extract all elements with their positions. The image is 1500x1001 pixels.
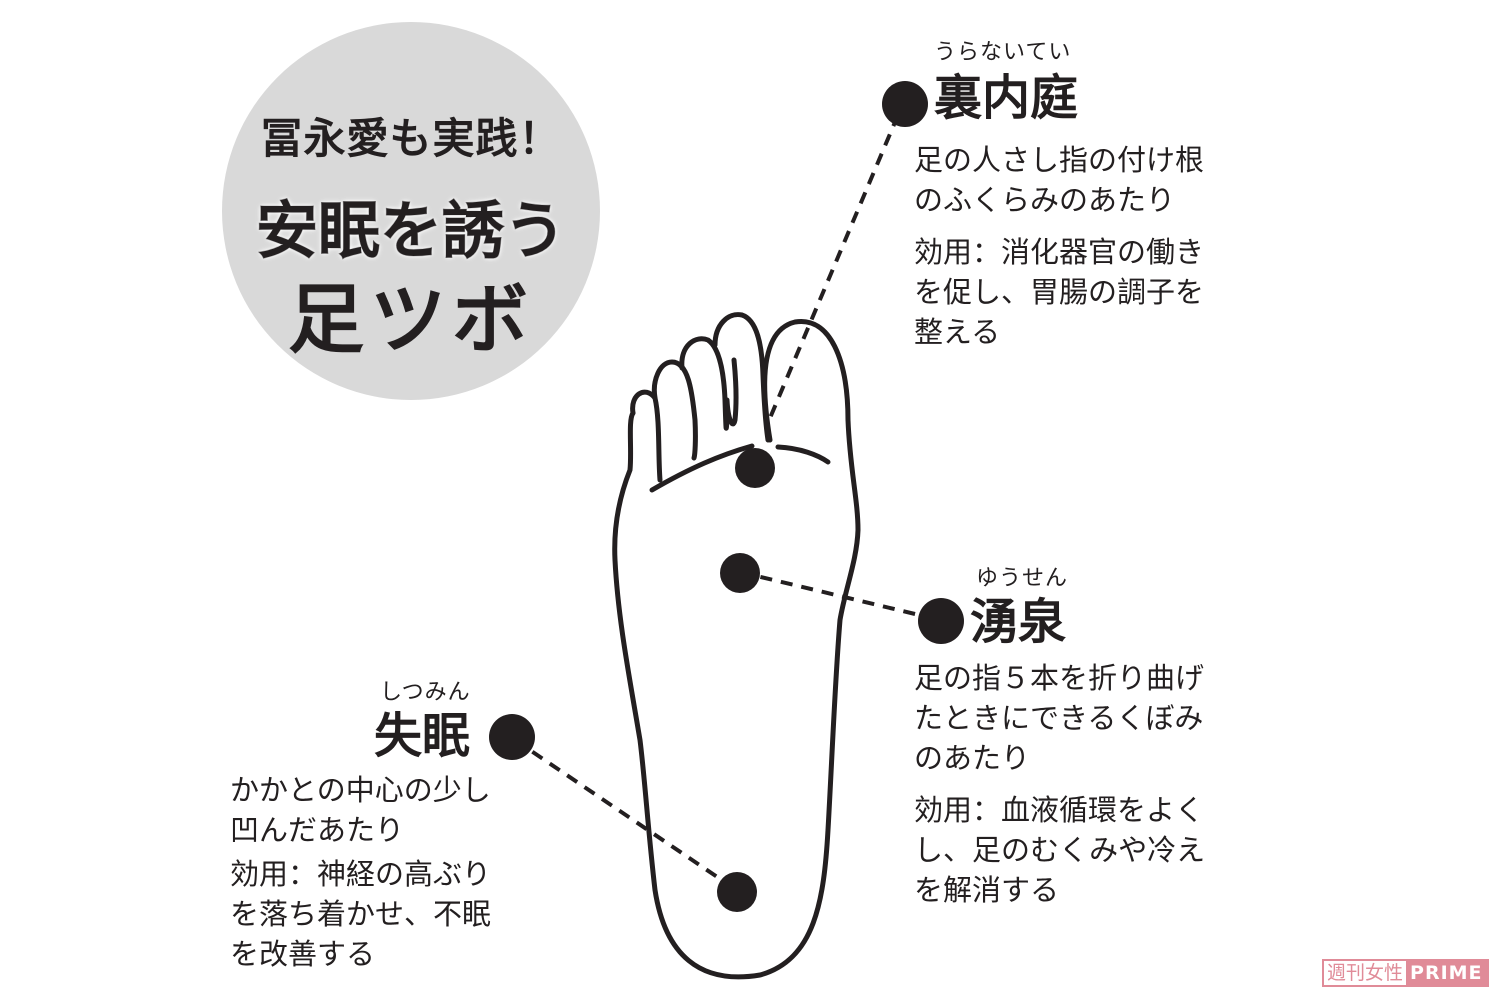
acupoint-dot-yusen xyxy=(720,553,760,593)
effect-text: 効用：神経の高ぶり を落ち着かせ、不眠 を改善する xyxy=(230,857,492,971)
title-badge-circle xyxy=(222,22,600,400)
title-line-2: 安眠を誘う xyxy=(255,194,566,268)
label-dot-shitsumin xyxy=(489,714,535,760)
label-dot-uranaitei xyxy=(882,81,928,127)
acupoint-dot-shitsumin xyxy=(717,872,757,912)
logo-part-1: 週刊女性 xyxy=(1324,961,1407,985)
effect-text: 効用：血液循環をよく し、足のむくみや冷え を解消する xyxy=(914,793,1206,907)
toe-3 xyxy=(679,336,730,431)
acupoint-dot-uranaitei xyxy=(735,448,775,488)
publisher-watermark-logo: 週刊女性 PRIME xyxy=(1322,959,1489,987)
leader-line-uranaitei xyxy=(768,114,900,419)
acupoint-name: 裏内庭 xyxy=(934,70,1079,126)
foot-outline xyxy=(612,319,861,980)
ruby-reading: しつみん xyxy=(380,680,471,705)
acupoint-card-uranaitei: うらないてい 裏内庭 足の人さし指の付け根 のふくらみのあたり 効用：消化器官の… xyxy=(914,34,1294,352)
title-line-3: 足ツボ xyxy=(288,275,534,364)
title-line-1: 冨永愛も実践！ xyxy=(260,114,562,163)
toe-4 xyxy=(651,359,698,461)
logo-part-2: PRIME xyxy=(1406,961,1487,985)
acupoint-card-yusen: ゆうせん 湧泉 足の指５本を折り曲げ たときにできるくぼみ のあたり 効用：血液… xyxy=(914,560,1294,910)
location-text: かかとの中心の少し 凹んだあたり xyxy=(230,773,491,847)
toe-2 xyxy=(712,312,771,443)
ruby-reading: ゆうせん xyxy=(976,566,1069,591)
ruby-reading: うらないてい xyxy=(934,40,1072,65)
leader-line-shitsumin xyxy=(513,738,737,891)
toe-5 xyxy=(630,389,663,483)
location-text: 足の人さし指の付け根 のふくらみのあたり xyxy=(914,143,1205,217)
leader-line-yusen xyxy=(739,570,941,622)
ball-crease xyxy=(649,443,755,493)
effect-text: 効用：消化器官の働き を促し、胃腸の調子を 整える xyxy=(914,235,1205,349)
acupoint-name: 湧泉 xyxy=(970,594,1067,650)
acupoint-card-shitsumin: しつみん 失眠 かかとの中心の少し 凹んだあたり 効用：神経の高ぶり を落ち着か… xyxy=(230,674,570,974)
location-text: 足の指５本を折り曲げ たときにできるくぼみ のあたり xyxy=(914,661,1205,775)
acupoint-name: 失眠 xyxy=(374,708,471,764)
label-dot-yusen xyxy=(918,598,964,644)
